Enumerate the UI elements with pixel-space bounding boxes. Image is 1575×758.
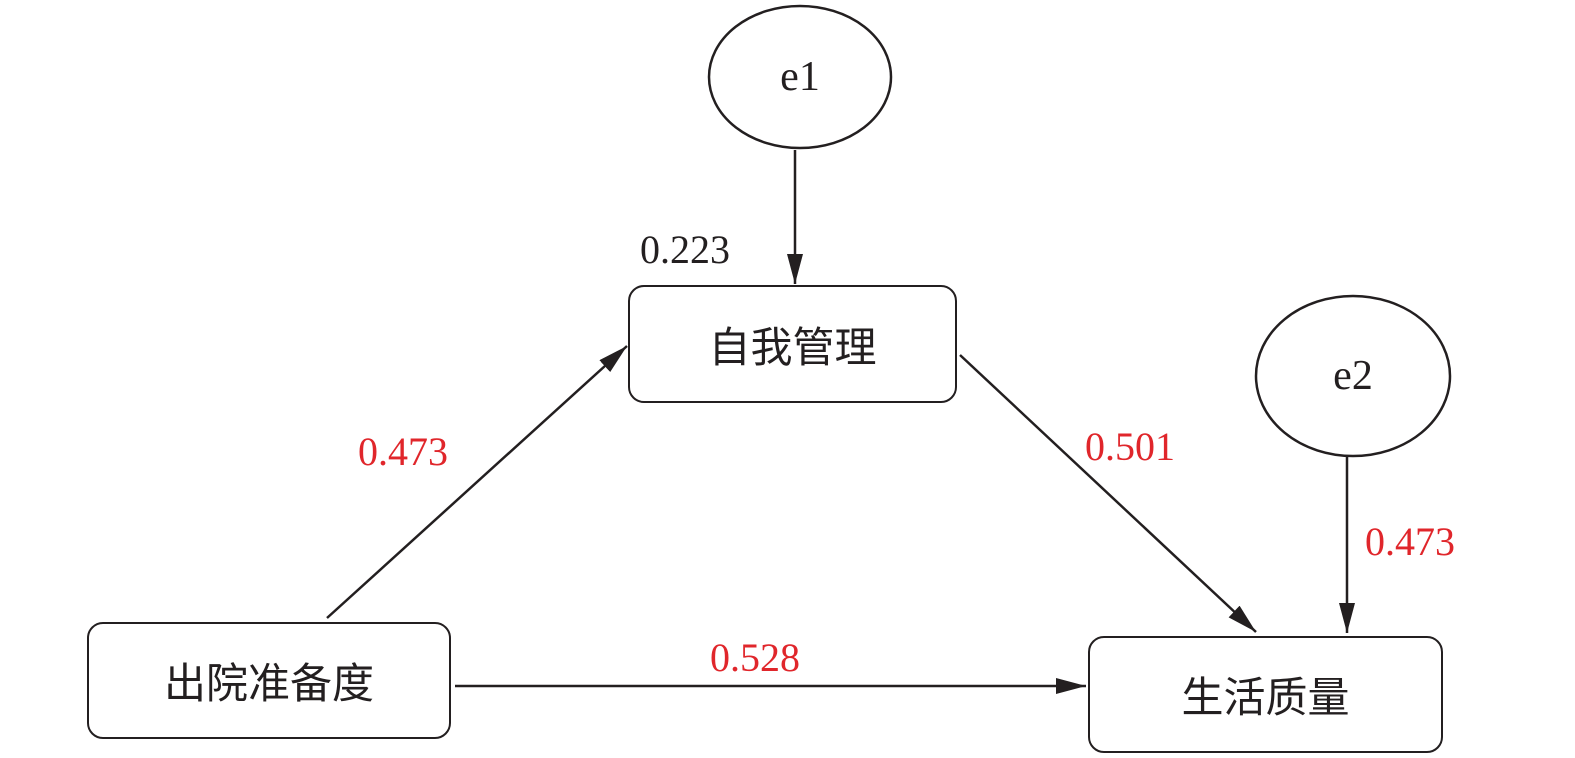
- e1-label: e1: [780, 54, 820, 100]
- arrow-self-management-to-quality: [959, 354, 1257, 633]
- coef-self-management-quality: 0.501: [1085, 424, 1175, 469]
- e2-ellipse: [1254, 294, 1452, 458]
- coef-e2-quality: 0.473: [1365, 519, 1455, 564]
- arrow-discharge-to-self-management: [326, 345, 628, 619]
- coef-e1-self-management: 0.223: [640, 227, 730, 272]
- e2-label: e2: [1333, 353, 1373, 399]
- e1-ellipse: [707, 4, 893, 150]
- node-self-management: 自我管理: [628, 285, 957, 403]
- coef-discharge-self-management: 0.473: [358, 429, 448, 474]
- node-discharge-readiness: 出院准备度: [87, 622, 451, 739]
- coef-discharge-quality: 0.528: [710, 635, 800, 680]
- node-quality-of-life: 生活质量: [1088, 636, 1443, 753]
